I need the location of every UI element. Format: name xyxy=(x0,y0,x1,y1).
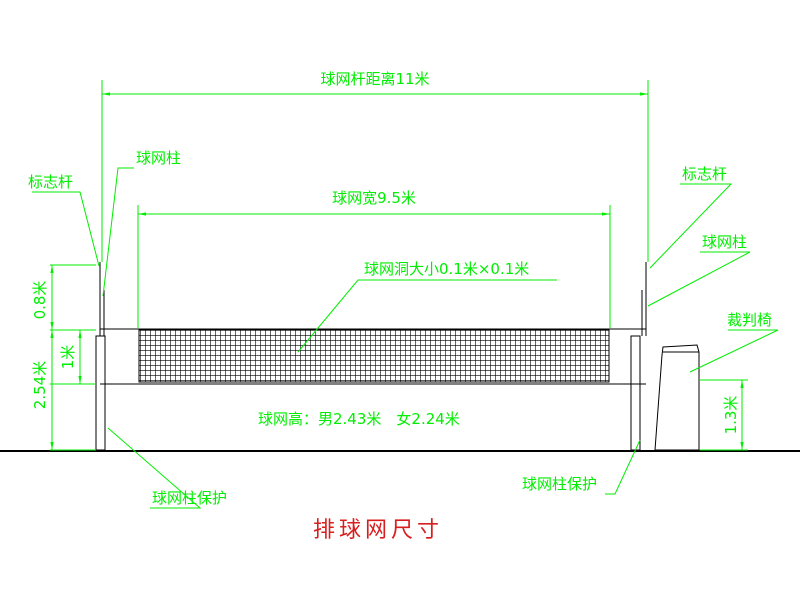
post-left-label: 球网柱 xyxy=(136,149,181,167)
left-vertical-dimensions xyxy=(50,264,96,451)
net xyxy=(100,328,646,385)
dim-08-label: 0.8米 xyxy=(31,281,49,320)
post-right-label: 球网柱 xyxy=(702,233,747,251)
antenna-right-label: 标志杆 xyxy=(682,165,727,183)
net-height-label: 球网高：男2.43米 女2.24米 xyxy=(258,410,460,428)
leader-lines xyxy=(32,167,779,509)
post-pad-left-label: 球网柱保护 xyxy=(152,489,227,507)
pole-distance-label: 球网杆距离11米 xyxy=(320,70,429,88)
referee-stand xyxy=(654,344,700,451)
mesh-size-label: 球网洞大小0.1米×0.1米 xyxy=(364,260,529,278)
post-pad-right-label: 球网柱保护 xyxy=(522,475,597,493)
net-width-label: 球网宽9.5米 xyxy=(332,189,416,207)
referee-stand-label: 裁判椅 xyxy=(727,311,772,329)
dim-1-label: 1米 xyxy=(59,345,77,370)
dim-13-label: 1.3米 xyxy=(722,396,740,435)
pole-distance-dimension xyxy=(101,80,649,262)
referee-height-dimension xyxy=(700,379,748,451)
net-mesh xyxy=(138,329,610,383)
antenna-left-label: 标志杆 xyxy=(28,173,73,191)
diagram-title: 排球网尺寸 xyxy=(313,518,443,543)
net-width-dimension xyxy=(137,205,611,328)
right-post xyxy=(630,262,647,451)
dim-254-label: 2.54米 xyxy=(31,361,49,409)
left-post xyxy=(95,262,106,451)
